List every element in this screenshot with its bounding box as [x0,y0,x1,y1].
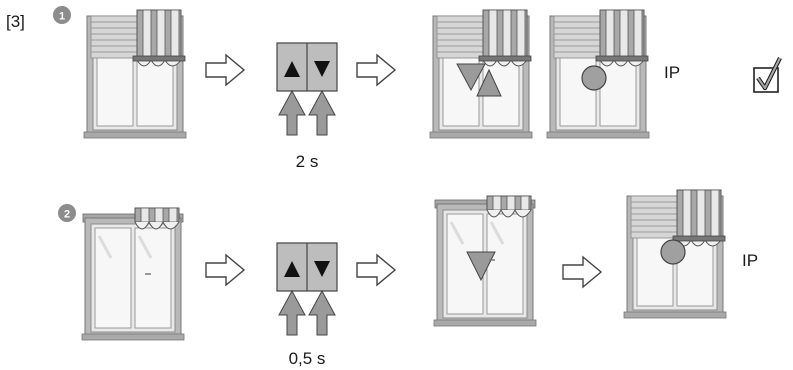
step-1-number: 1 [59,11,65,23]
window-retracted-icon [80,207,186,342]
ip-dot-icon [581,65,607,91]
window-ip-icon [622,189,728,320]
flow-arrow-icon [205,54,245,86]
step-2-number: 2 [64,209,70,221]
ip-dot-icon [660,239,686,265]
flow-arrow-icon [562,256,602,288]
figure-ref: [3] [6,12,25,31]
step-1-badge: 1 [53,6,71,24]
window-shutter-awning-icon [82,9,188,140]
flow-arrow-icon [205,254,245,286]
checkmark-box-icon [753,57,782,93]
step-2-badge: 2 [58,204,76,222]
control-buttons-2s[interactable] [276,42,338,136]
control-buttons-05s[interactable] [276,242,338,336]
duration-label-05s: 0,5 s [289,349,326,368]
duration-label-2s: 2 s [296,152,319,171]
ip-label: IP [664,63,680,82]
window-moving-icon [432,195,538,328]
jog-down-arrow-icon [456,63,486,92]
flow-arrow-icon [356,54,396,86]
ip-label: IP [742,251,758,270]
move-down-arrow-icon [466,251,496,282]
jog-up-arrow-icon [476,68,502,97]
flow-arrow-icon [356,254,396,286]
window-ip-icon [545,9,651,140]
window-jog-icon [428,9,534,140]
